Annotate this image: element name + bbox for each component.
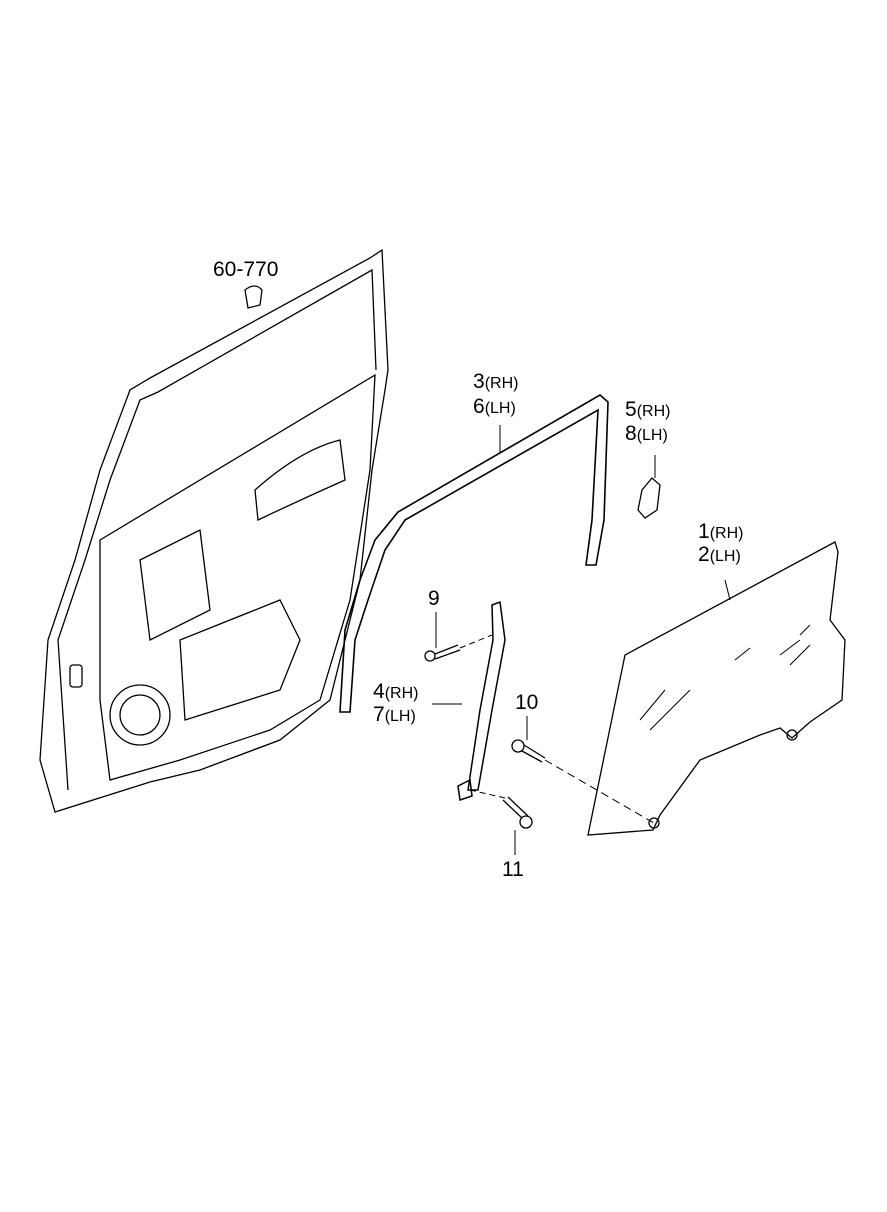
part-label-9: 9 [428, 587, 440, 610]
run-channel [339, 394, 609, 713]
bolt-11 [469, 789, 533, 855]
side-label: (LH) [636, 427, 668, 444]
side-label: (RH) [709, 525, 744, 542]
part-label-3-rh: 3(RH) [473, 371, 518, 392]
part-label-1-rh: 1(RH) [698, 521, 743, 542]
part-number: 7 [373, 703, 385, 726]
door-panel [39, 248, 389, 813]
part-number: 5 [625, 398, 637, 421]
side-label: (RH) [484, 375, 519, 392]
bolt-9 [424, 612, 493, 662]
part-number: 2 [698, 543, 710, 566]
part-number: 1 [698, 520, 710, 543]
side-label: (RH) [384, 685, 419, 702]
part-label-4-rh: 4(RH) [373, 681, 418, 702]
part-number: 3 [473, 370, 485, 393]
bolt-10 [511, 716, 655, 824]
part-number: 8 [625, 422, 637, 445]
part-label-7-lh: 7(LH) [373, 704, 416, 725]
part-label-8-lh: 8(LH) [625, 423, 668, 444]
side-label: (LH) [709, 548, 741, 565]
part-label-11: 11 [502, 858, 524, 881]
part-label-5-rh: 5(RH) [625, 399, 670, 420]
clip-60-770 [244, 285, 263, 309]
part-number: 4 [373, 680, 385, 703]
door-glass [587, 541, 846, 836]
side-label: (LH) [484, 400, 516, 417]
rear-channel [432, 600, 506, 801]
delta-cover [637, 477, 661, 519]
part-label-6-lh: 6(LH) [473, 396, 516, 417]
part-label-10: 10 [515, 691, 539, 714]
side-label: (LH) [384, 708, 416, 725]
part-number: 6 [473, 395, 485, 418]
ref-label-60-770: 60-770 [213, 258, 279, 281]
side-label: (RH) [636, 403, 671, 420]
part-label-2-lh: 2(LH) [698, 544, 741, 565]
